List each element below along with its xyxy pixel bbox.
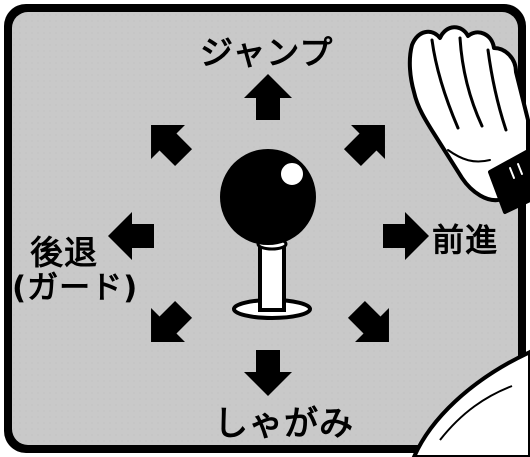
arrow-up-icon: [244, 74, 292, 120]
arrow-up-right-icon: [343, 125, 385, 167]
arrow-down-left-icon: [151, 300, 193, 342]
arrow-down-icon: [244, 350, 292, 396]
label-back: 後退: [30, 233, 98, 272]
arrow-up-left-icon: [151, 125, 193, 167]
joystick-icon: [220, 149, 316, 320]
arrow-down-right-icon: [347, 300, 389, 342]
label-jump: ジャンプ: [200, 33, 334, 72]
hand-icon: [407, 25, 530, 214]
label-guard: (ガード): [12, 270, 139, 306]
label-crouch: しゃがみ: [214, 404, 354, 444]
label-forward: 前進: [432, 221, 499, 259]
arrow-forward-icon: [383, 212, 429, 260]
arrow-back-icon: [108, 212, 154, 260]
